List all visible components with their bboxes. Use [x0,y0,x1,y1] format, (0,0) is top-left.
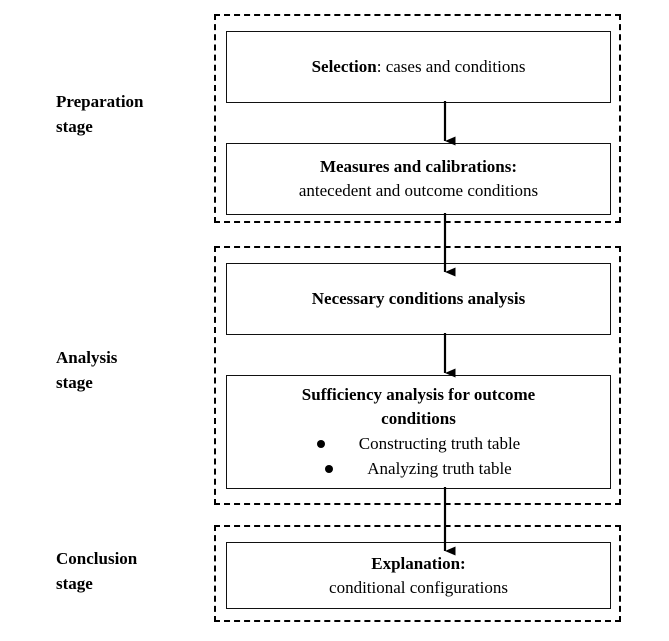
process-box-measures[interactable]: Measures and calibrations: antecedent an… [226,143,611,215]
list-item: Analyzing truth table [227,456,610,481]
sufficiency-heading-line1: Sufficiency analysis for outcome [301,385,536,404]
stage-label-preparation: Preparation stage [56,92,144,136]
selection-rest: : cases and conditions [376,57,526,76]
selection-heading: Selection [311,57,377,76]
bullet-icon [325,464,334,473]
stage-group-analysis: Necessary conditions analysis Sufficienc… [214,246,621,505]
measures-detail: antecedent and outcome conditions [298,181,539,200]
list-item: Constructing truth table [227,431,610,456]
process-box-explanation[interactable]: Explanation: conditional configurations [226,542,611,609]
selection-text: Selection: cases and conditions [312,55,526,79]
stage-group-conclusion: Explanation: conditional configurations [214,525,621,622]
sufficiency-heading-line2: conditions [381,409,456,428]
bullet-text: Constructing truth table [358,434,521,453]
explanation-heading: Explanation: [371,553,466,573]
bullet-text: Analyzing truth table [367,459,512,478]
process-box-necessary-conditions[interactable]: Necessary conditions analysis [226,263,611,335]
process-box-sufficiency-analysis[interactable]: Sufficiency analysis for outcome conditi… [226,375,611,489]
sufficiency-bullet-list: Constructing truth table Analyzing truth… [227,431,610,481]
measures-heading: Measures and calibrations: [319,157,518,176]
necessary-heading: Necessary conditions analysis [311,289,526,308]
explanation-detail: conditional configurations [329,577,508,597]
stage-label-analysis: Analysis stage [56,348,118,392]
process-box-selection[interactable]: Selection: cases and conditions [226,31,611,103]
stage-label-conclusion: Conclusion stage [56,549,138,593]
bullet-icon [316,439,325,448]
stage-group-preparation: Selection: cases and conditions Measures… [214,14,621,223]
